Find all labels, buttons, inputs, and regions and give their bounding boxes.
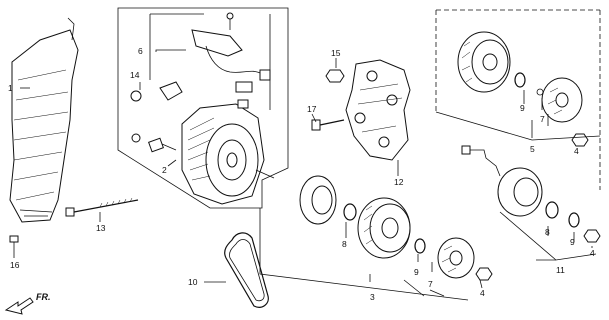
callout-6: 6 xyxy=(138,46,143,56)
front-direction-label: FR. xyxy=(36,292,51,302)
callout-7-lower: 7 xyxy=(428,279,433,289)
front-direction-marker: FR. xyxy=(4,292,51,315)
callout-16: 16 xyxy=(10,260,20,270)
drive-belt-10-part xyxy=(224,232,269,308)
nut-4-right-part xyxy=(583,229,601,243)
callout-1: 1 xyxy=(8,83,13,93)
callout-8-right: 8 xyxy=(545,227,550,237)
clutch-stator-lower-part xyxy=(299,175,337,225)
callout-7-upper: 7 xyxy=(540,114,545,124)
shim-9-lower-part xyxy=(414,238,426,254)
nut-15-part xyxy=(325,69,345,83)
field-coil-part xyxy=(461,145,543,217)
callout-2: 2 xyxy=(162,165,167,175)
pulley-upper-part xyxy=(457,31,511,93)
snap-ring-8-right-part xyxy=(545,201,559,219)
callout-11: 11 xyxy=(556,265,565,275)
callout-14: 14 xyxy=(130,70,140,80)
callout-9-right: 9 xyxy=(570,237,575,247)
leader-lines xyxy=(13,49,601,301)
bolt-16-part xyxy=(9,235,19,252)
shim-7-upper-part xyxy=(536,88,544,96)
callout-4-upper: 4 xyxy=(574,146,579,156)
callout-12: 12 xyxy=(394,177,404,187)
shim-9-right-part xyxy=(568,212,580,228)
callout-8-lower: 8 xyxy=(342,239,347,249)
callout-4-right: 4 xyxy=(590,248,595,258)
nut-4-lower-part xyxy=(475,267,493,281)
callout-10: 10 xyxy=(188,277,198,287)
callout-5: 5 xyxy=(530,144,535,154)
pulley-lower-part xyxy=(357,197,411,259)
callout-4-lower: 4 xyxy=(480,288,485,298)
clutch-plate-lower-part xyxy=(437,237,475,279)
pressure-switch-harness-part xyxy=(191,12,271,81)
sensor-14-part xyxy=(130,81,183,102)
bolt-17-part xyxy=(311,119,345,131)
callout-9-lower: 9 xyxy=(414,267,419,277)
heat-shield-part xyxy=(9,17,79,223)
callout-9-upper: 9 xyxy=(520,103,525,113)
callout-17: 17 xyxy=(307,104,317,114)
long-bolt-13-part xyxy=(65,197,139,217)
snap-ring-upper-part xyxy=(514,72,526,88)
nut-4-upper-part xyxy=(571,133,589,147)
compressor-body-part xyxy=(181,81,275,205)
callout-13: 13 xyxy=(96,223,106,233)
callout-15: 15 xyxy=(331,48,341,58)
snap-ring-8-lower-part xyxy=(343,203,357,221)
callout-3: 3 xyxy=(370,292,375,302)
compressor-bracket-12-part xyxy=(345,59,411,161)
switch-2-part xyxy=(131,133,177,153)
